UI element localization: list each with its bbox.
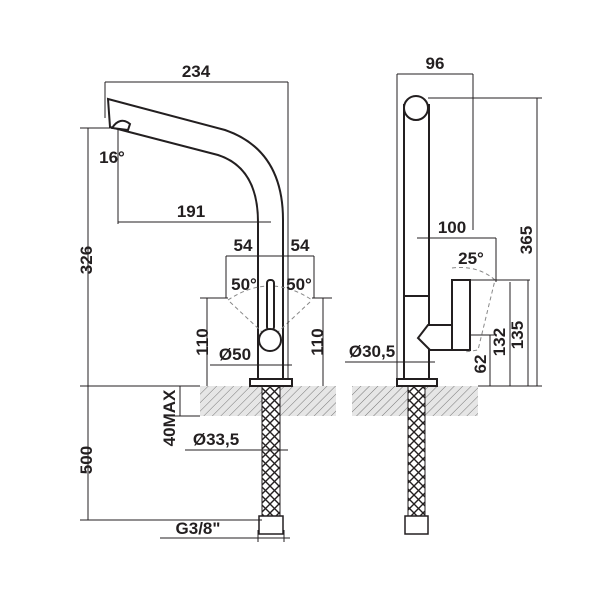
hose-side xyxy=(407,385,426,519)
dim-max-counter-thickness: 40MAX xyxy=(160,389,179,446)
dim-lever-offset-left: 54 xyxy=(234,236,253,255)
front-view: 234 191 16° 54 54 50° 50° 110 110 Ø50 32… xyxy=(77,62,336,542)
dim-lever-angle: 25° xyxy=(458,249,484,268)
dim-lever-offset-right: 54 xyxy=(291,236,310,255)
dim-lever-angle-left: 50° xyxy=(231,275,257,294)
base-plate-side xyxy=(396,378,438,387)
dim-spout-height: 326 xyxy=(77,246,96,274)
dim-spout-angle: 16° xyxy=(99,148,125,167)
dim-lever-height-left: 110 xyxy=(193,328,212,355)
lever-knob-front xyxy=(258,328,282,352)
dim-base-diameter: Ø30,5 xyxy=(349,342,395,361)
lever-side xyxy=(451,279,471,351)
dim-hose-length: 500 xyxy=(77,446,96,474)
dim-overall-reach: 234 xyxy=(182,62,211,81)
dim-body-diameter: Ø50 xyxy=(219,345,251,364)
lever-front xyxy=(266,279,275,331)
hose-nut-side xyxy=(404,515,429,535)
lever-arm-side xyxy=(416,324,453,351)
hose-nut-front xyxy=(258,515,284,535)
dim-lever-depth: 100 xyxy=(438,218,466,237)
dim-lever-pivot-height: 62 xyxy=(471,355,490,374)
side-view: 96 100 25° 365 135 132 62 Ø30,5 xyxy=(345,54,542,535)
dim-lever-top-height: 135 xyxy=(508,321,527,349)
aerator xyxy=(110,119,132,132)
dim-lever-height: 132 xyxy=(490,328,509,356)
dim-total-height: 365 xyxy=(517,226,536,254)
base-plate-front xyxy=(249,378,293,387)
dim-lever-angle-right: 50° xyxy=(286,275,312,294)
dim-spout-reach: 191 xyxy=(177,202,205,221)
dim-lever-height-right: 110 xyxy=(308,328,327,355)
dim-connection: G3/8" xyxy=(176,519,221,538)
dim-depth: 96 xyxy=(426,54,445,73)
dim-shank-diameter: Ø33,5 xyxy=(193,430,239,449)
hose-front xyxy=(261,385,281,519)
spout-side xyxy=(403,104,430,301)
spout-head-side xyxy=(403,95,429,121)
